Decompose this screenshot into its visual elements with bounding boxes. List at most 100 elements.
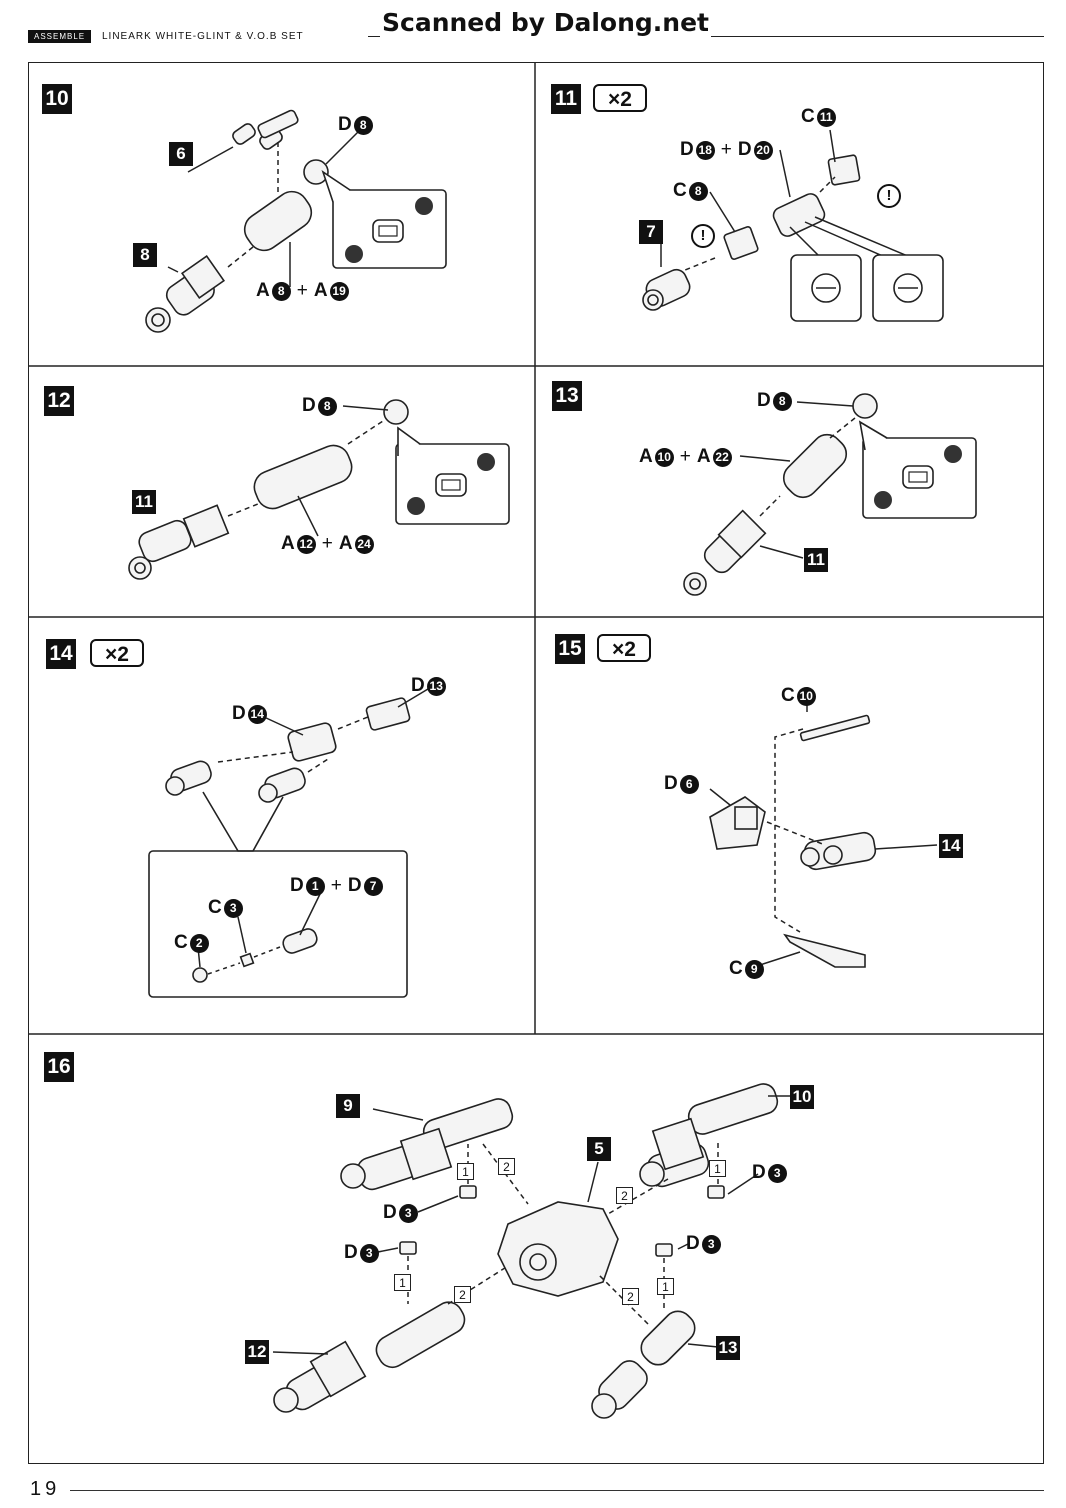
quantity-badge: ×2 — [593, 84, 647, 112]
part-number: 8 — [271, 281, 291, 301]
callout-d13: D 13 — [411, 675, 446, 697]
step-14-panel: 14 ×2 — [28, 617, 535, 1034]
sub-assembly-ref: 7 — [639, 220, 663, 244]
callout-c2: C 2 — [174, 932, 209, 954]
part-letter: C — [208, 897, 222, 918]
part-letter: D — [752, 1162, 766, 1183]
callout-d3: D 3 — [383, 1202, 418, 1224]
part-number: 20 — [753, 140, 773, 160]
part-letter: D — [383, 1202, 397, 1223]
order-marker: 1 — [657, 1278, 674, 1295]
part-letter: D — [411, 675, 425, 696]
step-number: 13 — [552, 381, 582, 411]
part-letter: A — [639, 446, 653, 467]
sub-assembly-ref: 10 — [790, 1085, 814, 1109]
part-letter: D — [338, 114, 352, 135]
step-number: 15 — [555, 634, 585, 664]
order-marker: 2 — [616, 1187, 633, 1204]
part-letter: C — [673, 180, 687, 201]
order-marker: 1 — [457, 1163, 474, 1180]
part-letter: D — [664, 773, 678, 794]
part-letter: C — [174, 932, 188, 953]
part-number: 3 — [767, 1163, 787, 1183]
callout-d8: D 8 — [757, 390, 792, 412]
part-number: 8 — [772, 391, 792, 411]
part-letter: A — [313, 280, 328, 301]
sub-assembly-ref: 9 — [336, 1094, 360, 1118]
warning-icon: ! — [877, 184, 901, 208]
callout-d8: D 8 — [338, 114, 373, 136]
step-16-panel: 16 — [28, 1034, 1044, 1464]
part-number: 3 — [701, 1234, 721, 1254]
part-number: 13 — [426, 676, 446, 696]
quantity-badge: ×2 — [597, 634, 651, 662]
callout-c9: C 9 — [729, 958, 764, 980]
sub-assembly-ref: 13 — [716, 1336, 740, 1360]
part-number: 8 — [688, 181, 708, 201]
order-marker: 1 — [394, 1274, 411, 1291]
part-number: 8 — [353, 115, 373, 135]
part-number: 10 — [796, 686, 816, 706]
callout-d-parts: D 18 + D 20 — [680, 139, 773, 161]
page-number: 19 — [30, 1478, 61, 1500]
callout-d6: D 6 — [664, 773, 699, 795]
callout-d3: D 3 — [752, 1162, 787, 1184]
part-number: 19 — [329, 281, 349, 301]
sub-assembly-ref: 12 — [245, 1340, 269, 1364]
footer-rule — [70, 1490, 1044, 1491]
part-number: 8 — [317, 396, 337, 416]
callout-d8: D 8 — [302, 395, 337, 417]
quantity-badge: ×2 — [90, 639, 144, 667]
step-10-illustration — [145, 109, 447, 333]
part-number: 1 — [305, 876, 325, 896]
callout-d3: D 3 — [686, 1233, 721, 1255]
step-12-illustration — [128, 399, 510, 580]
plus-sign: + — [679, 446, 691, 467]
part-number: 10 — [654, 447, 674, 467]
part-letter: A — [256, 280, 270, 301]
plus-sign: + — [720, 139, 732, 160]
part-letter: A — [338, 533, 353, 554]
part-letter: D — [680, 139, 694, 160]
part-letter: D — [290, 875, 304, 896]
part-letter: D — [302, 395, 316, 416]
step-16-illustration — [272, 1083, 798, 1419]
scan-watermark: Scanned by Dalong.net — [380, 8, 712, 37]
order-marker: 2 — [498, 1158, 515, 1175]
callout-c3: C 3 — [208, 897, 243, 919]
warning-icon: ! — [691, 224, 715, 248]
part-letter: C — [801, 106, 815, 127]
step-11-illustration — [642, 129, 944, 322]
step-13-panel: 13 D 8 A 10 + A 22 11 — [535, 366, 1044, 617]
callout-a-parts: A 10 + A 22 — [639, 446, 732, 468]
part-number: 6 — [679, 774, 699, 794]
sub-assembly-ref: 8 — [133, 243, 157, 267]
part-letter: D — [686, 1233, 700, 1254]
step-11-panel: 11 ×2 C 11 D — [535, 62, 1044, 366]
plus-sign: + — [321, 533, 333, 554]
part-letter: D — [347, 875, 362, 896]
callout-a-parts: A 8 + A 19 — [256, 280, 349, 302]
part-number: 2 — [189, 933, 209, 953]
callout-d3: D 3 — [344, 1242, 379, 1264]
part-number: 9 — [744, 959, 764, 979]
callout-a-parts: A 12 + A 24 — [281, 533, 374, 555]
step-10-panel: 10 D — [28, 62, 535, 366]
part-letter: C — [729, 958, 743, 979]
callout-c11: C 11 — [801, 106, 836, 128]
part-letter: D — [757, 390, 771, 411]
product-title: LINEARK WHITE-GLINT & V.O.B SET — [102, 31, 304, 42]
order-marker: 2 — [454, 1286, 471, 1303]
part-letter: A — [281, 533, 295, 554]
sub-assembly-ref: 5 — [587, 1137, 611, 1161]
part-letter: C — [781, 685, 795, 706]
plus-sign: + — [330, 875, 342, 896]
part-letter: A — [696, 446, 711, 467]
step-number: 11 — [551, 84, 581, 114]
part-number: 11 — [816, 107, 836, 127]
callout-d-parts: D 1 + D 7 — [290, 875, 383, 897]
part-number: 3 — [398, 1203, 418, 1223]
step-15-panel: 15 ×2 C 10 D 6 C 9 14 — [535, 617, 1044, 1034]
order-marker: 2 — [622, 1288, 639, 1305]
